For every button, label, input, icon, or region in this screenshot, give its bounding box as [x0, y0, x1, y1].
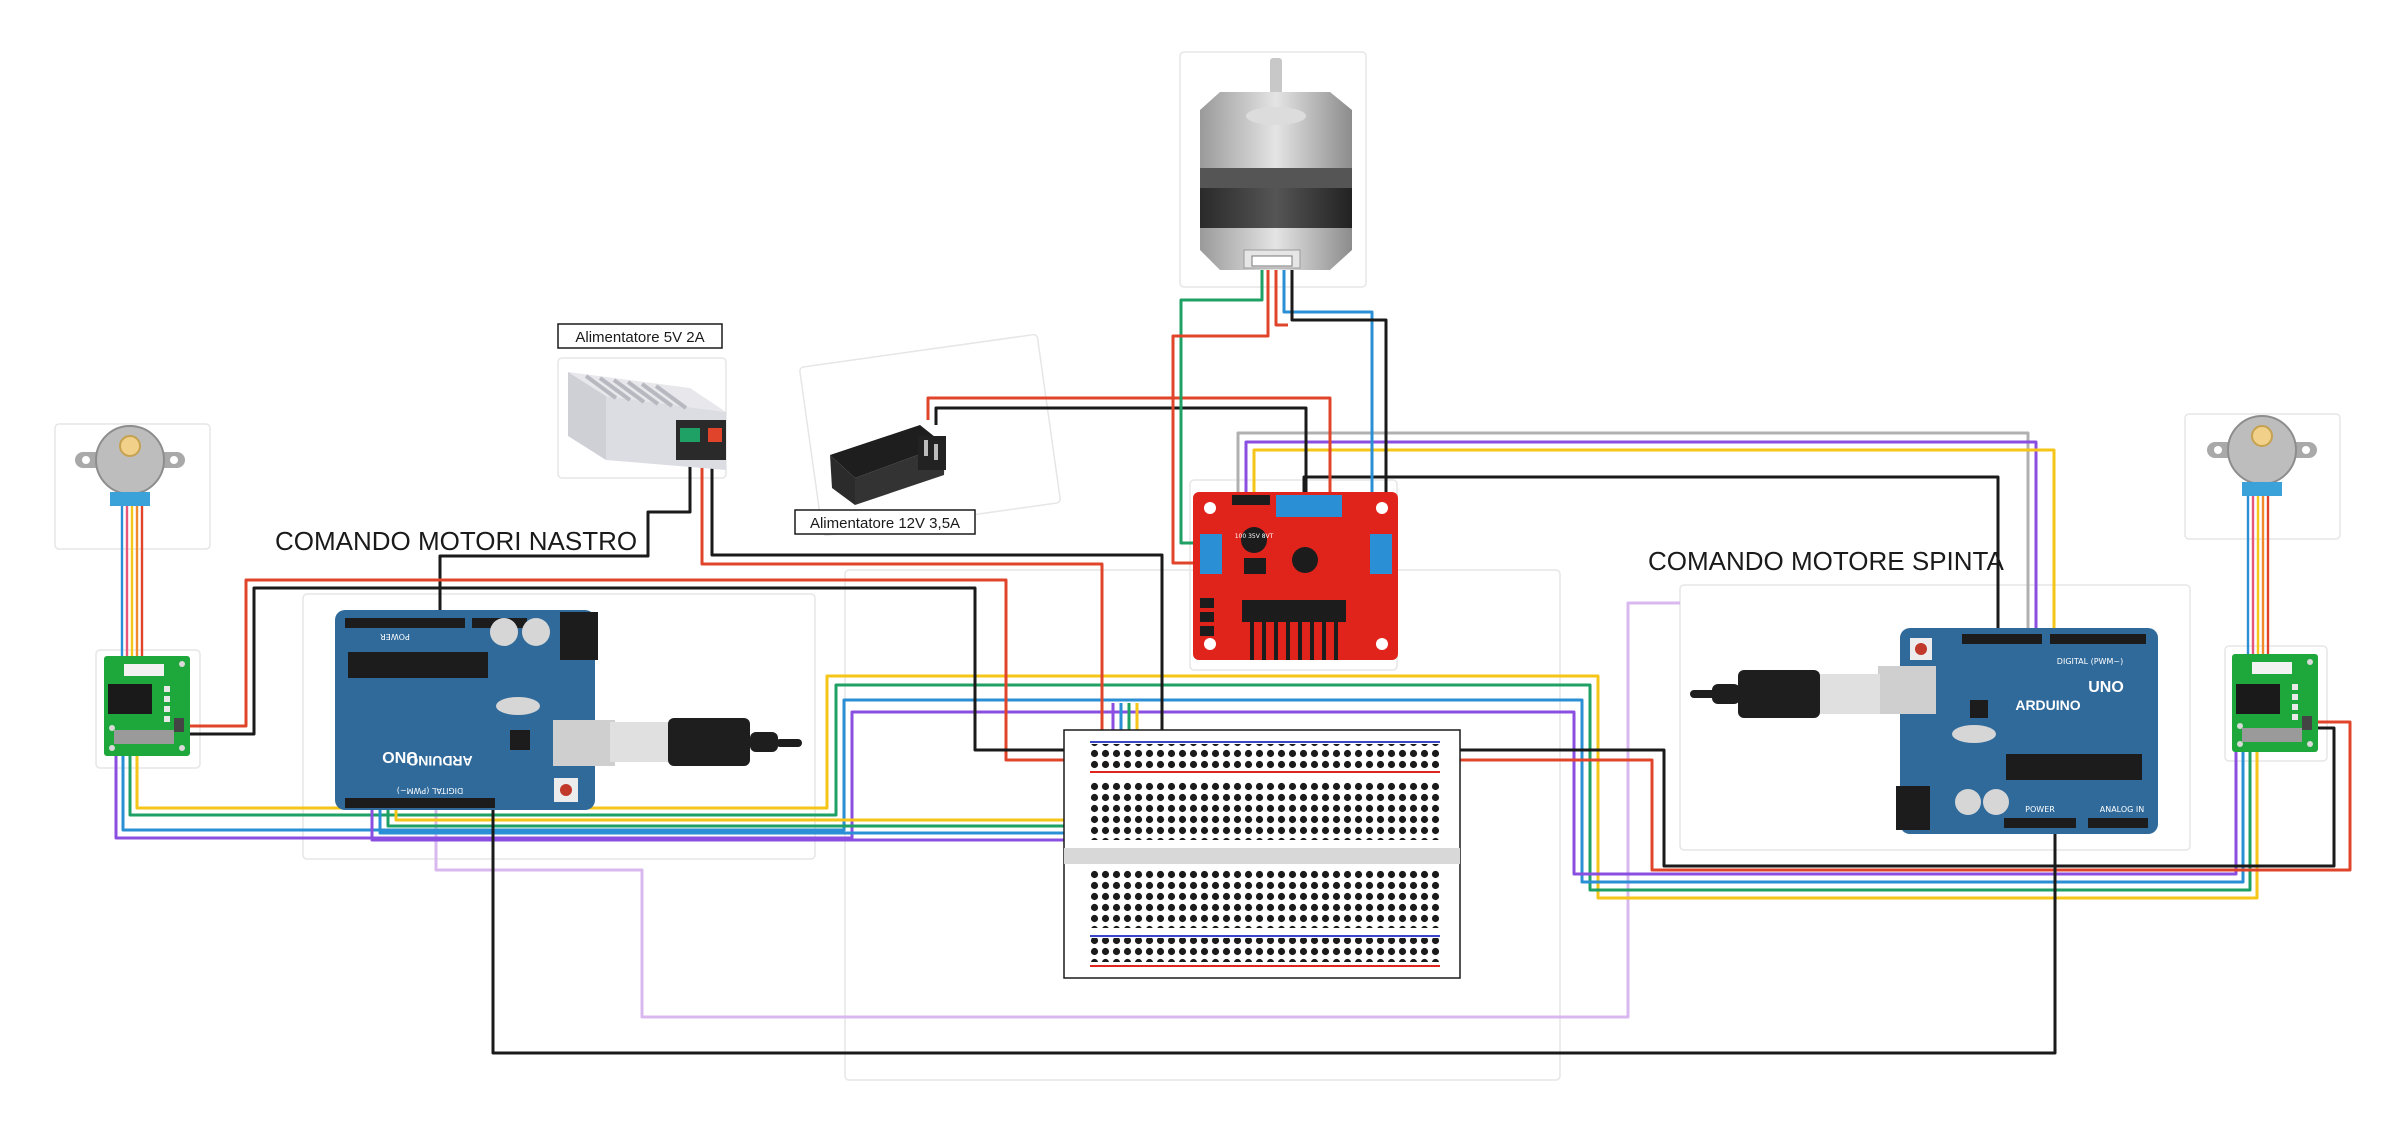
wire-lilac: [434, 601, 1680, 1019]
arduino-right-model: UNO: [2088, 679, 2124, 696]
wire-red-bb-right: [1440, 720, 2352, 872]
uln2003-left: [104, 656, 190, 756]
wire-black-ctrl: [1302, 475, 2000, 630]
nema17-stepper: [1200, 58, 1352, 270]
arduino-left-brand: ARDUINO: [407, 753, 472, 769]
capacitor-text: 100 35V 8VT: [1235, 533, 1274, 540]
title-left-section: COMANDO MOTORI NASTRO: [275, 526, 637, 556]
l298n-driver: 100 35V 8VT: [1193, 492, 1398, 660]
psu-5v-text: Alimentatore 5V 2A: [575, 329, 704, 346]
wire-black-5v: [710, 440, 1164, 748]
wires: [114, 262, 2352, 1055]
wire-yellow-left: [135, 674, 2259, 900]
wire-red-12v: [926, 396, 1332, 500]
title-right-section: COMANDO MOTORE SPINTA: [1648, 546, 2004, 576]
wire-blue-left: [121, 690, 2245, 884]
usb-cable-left: [610, 718, 802, 766]
uln2003-right: [2232, 654, 2318, 752]
wire-purple-ctrl: [1244, 440, 2038, 630]
arduino-right-analog-label: ANALOG IN: [2100, 805, 2145, 814]
arduino-uno-left: ARDUINO UNO DIGITAL (PWM~) POWER: [335, 610, 615, 810]
wire-black-ground: [491, 806, 2057, 1055]
arduino-right-brand: ARDUINO: [2015, 697, 2080, 713]
arduino-right-power-label: POWER: [2025, 805, 2055, 814]
wire-green-motor: [1179, 262, 1264, 545]
wire-red-motor-b: [1274, 262, 1288, 327]
adapter-12v-text: Alimentatore 12V 3,5A: [810, 515, 960, 532]
wire-grey-ctrl: [1236, 431, 2030, 630]
wire-yellow-ctrl: [1252, 448, 2056, 630]
psu-5v-label: Alimentatore 5V 2A: [557, 323, 723, 349]
wire-red-drvL: [178, 578, 1078, 762]
usb-cable-right: [1690, 670, 1880, 718]
wire-red-motor-a: [1171, 262, 1270, 565]
wire-black-12v: [934, 406, 1308, 500]
wire-black-bb-right: [1440, 726, 2336, 868]
adapter-12v-label: Alimentatore 12V 3,5A: [794, 509, 976, 535]
wire-purple-left: [114, 690, 2238, 876]
wire-black-drvL: [178, 586, 1070, 752]
arduino-uno-right: ARDUINO UNO DIGITAL (PWM~) ANALOG IN POW…: [1878, 628, 2158, 834]
breadboard: [1063, 729, 1461, 979]
arduino-right-digital-label: DIGITAL (PWM~): [2057, 657, 2123, 666]
arduino-left-model: UNO: [382, 748, 418, 765]
arduino-left-digital-label: DIGITAL (PWM~): [397, 786, 463, 795]
arduino-left-power-label: POWER: [380, 632, 410, 641]
stepper-right: [2207, 415, 2317, 660]
wire-green-left: [128, 683, 2252, 892]
wire-red-5v: [700, 440, 1104, 740]
adapter-12v: [830, 425, 946, 505]
wire-black-5v-b: [438, 440, 692, 614]
stepper-left: [75, 425, 185, 690]
psu-5v: [568, 372, 726, 470]
